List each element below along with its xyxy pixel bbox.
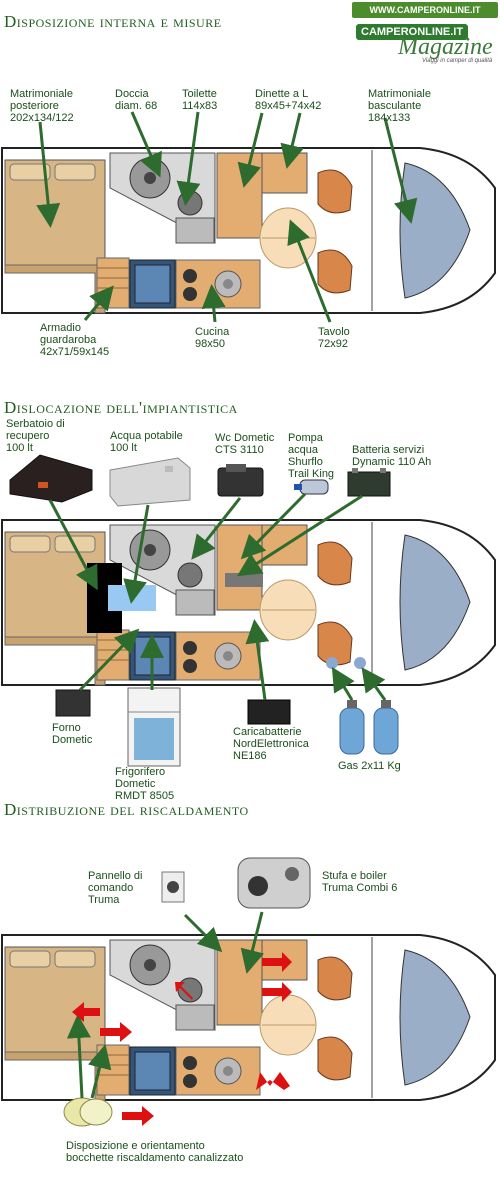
- truma-combi-image: [237, 857, 311, 909]
- serbatoio-image: [9, 454, 93, 503]
- label-doccia: Doccia diam. 68: [115, 88, 158, 112]
- charger-image: [247, 699, 291, 725]
- label-cucina: Cucina 98x50: [195, 326, 230, 350]
- label-frigorifero: Frigorifero Dometic RMDT 8505: [115, 766, 175, 802]
- heating-vent-image: [63, 1097, 113, 1127]
- gas-bottle-mark-2: [354, 657, 366, 669]
- floorplan-heating: [1, 934, 496, 1101]
- logo-magazine: Magazine: [398, 34, 493, 60]
- label-matrimoniale-basculante: Matrimoniale basculante 184x133: [368, 88, 431, 124]
- fridge-image: [127, 687, 181, 767]
- pump-image: [294, 479, 329, 495]
- label-matrimoniale-posteriore: Matrimoniale posteriore 202x134/122: [10, 88, 74, 124]
- logo-tagline: Viaggi in camper di qualità: [422, 58, 493, 64]
- label-dinette: Dinette a L 89x45+74x42: [255, 88, 322, 112]
- label-caricabatterie: Caricabatterie NordElettronica NE186: [233, 726, 309, 762]
- floorplan-systems: [1, 519, 496, 686]
- label-forno: Forno Dometic: [52, 722, 93, 746]
- gas-bottle-mark-1: [326, 657, 338, 669]
- label-toilette: Toilette 114x83: [182, 88, 218, 112]
- section-title-systems: Dislocazione dell'impiantistica: [4, 398, 238, 417]
- truma-panel-image: [161, 871, 185, 903]
- label-gas: Gas 2x11 Kg: [338, 760, 401, 772]
- label-pannello: Pannello di comando Truma: [88, 870, 143, 906]
- label-tavolo: Tavolo 72x92: [318, 326, 350, 350]
- acqua-tank-image: [109, 457, 191, 507]
- section-title-heating: Distribuzione del riscaldamento: [4, 800, 249, 819]
- systems-arrows: [48, 492, 387, 701]
- label-acqua-potabile: Acqua potabile 100 lt: [110, 430, 183, 454]
- label-bocchette: Disposizione e orientamento bocchette ri…: [66, 1140, 244, 1164]
- label-armadio: Armadio guardaroba 42x71/59x145: [40, 322, 110, 358]
- camperonline-logo: WWW.CAMPERONLINE.IT CAMPERONLINE.IT Maga…: [352, 2, 498, 66]
- label-serbatoio: Serbatoio di recupero 100 lt: [6, 418, 65, 454]
- label-stufa: Stufa e boiler Truma Combi 6: [322, 870, 398, 894]
- wc-cassette-image: [217, 464, 264, 497]
- heating-green-arrows: [66, 911, 265, 1099]
- label-batteria: Batteria servizi Dynamic 110 Ah: [352, 444, 432, 468]
- battery-block: [225, 573, 263, 587]
- layout-arrows: [36, 111, 418, 323]
- logo-url: WWW.CAMPERONLINE.IT: [352, 2, 498, 18]
- label-wc: Wc Dometic CTS 3110: [215, 432, 275, 456]
- battery-image: [347, 468, 391, 497]
- gas-bottles-image: [339, 700, 399, 755]
- logo-brand: CAMPERONLINE.IT: [356, 24, 469, 40]
- label-pompa: Pompa acqua Shurflo Trail King: [288, 432, 335, 480]
- heating-red-arrows: [72, 952, 292, 1126]
- section-title-layout: Disposizione interna e misure: [4, 12, 222, 31]
- oven-image: [55, 689, 91, 717]
